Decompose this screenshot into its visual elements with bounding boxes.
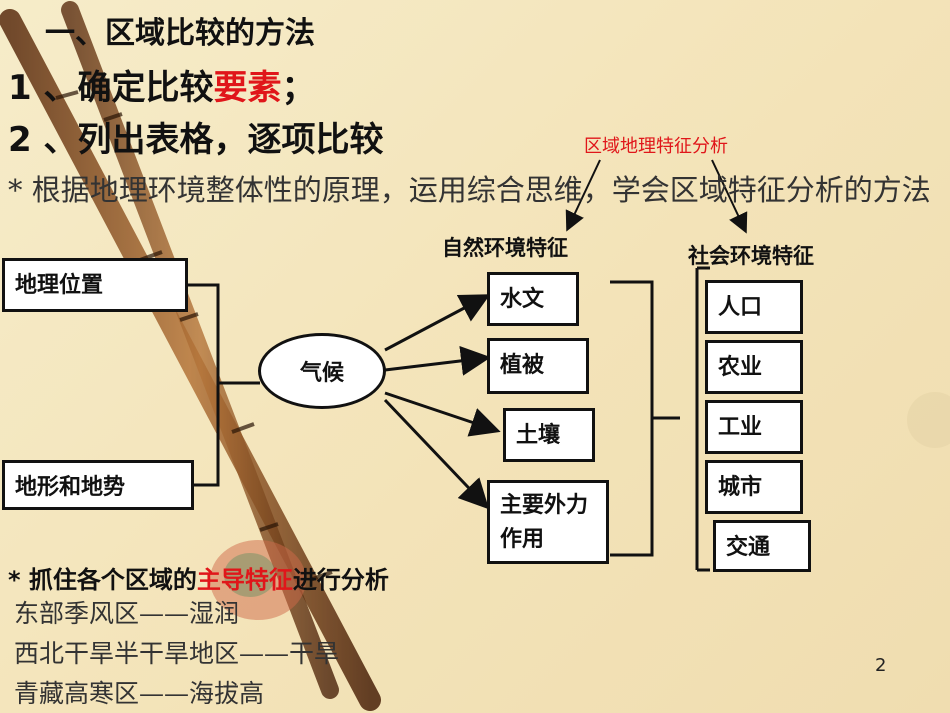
city-box: 城市 <box>705 460 803 514</box>
step-one: 1 、确定比较要素； <box>8 60 316 109</box>
hydrology-box: 水文 <box>487 272 579 326</box>
step-one-suffix: ； <box>281 68 316 108</box>
step-two: 2 、列出表格，逐项比较 <box>8 120 384 160</box>
dominant-features-heading: * 抓住各个区域的主导特征进行分析 <box>8 560 389 595</box>
region-line-tibet: 青藏高寒区——海拔高 <box>14 679 265 708</box>
terrain-box: 地形和地势 <box>2 460 194 510</box>
step-one-prefix: 1 、确定比较 <box>8 68 214 108</box>
climate-ellipse: 气候 <box>258 333 386 409</box>
page-number: 2 <box>875 655 887 676</box>
social-features-label: 社会环境特征 <box>688 244 814 268</box>
population-box: 人口 <box>705 280 803 334</box>
step-one-highlight: 要素 <box>213 68 282 108</box>
dominant-suffix: 进行分析 <box>292 566 389 594</box>
section-heading: 一、区域比较的方法 <box>45 16 315 51</box>
natural-features-label: 自然环境特征 <box>442 236 568 260</box>
region-line-northwest: 西北干旱半干旱地区——干旱 <box>14 639 340 668</box>
agriculture-box: 农业 <box>705 340 803 394</box>
dominant-highlight: 主导特征 <box>196 566 293 594</box>
industry-box: 工业 <box>705 400 803 454</box>
external-force-box: 主要外力作用 <box>487 480 609 564</box>
location-box: 地理位置 <box>2 258 188 312</box>
transport-box: 交通 <box>713 520 811 572</box>
analysis-annotation: 区域地理特征分析 <box>584 136 728 157</box>
vegetation-box: 植被 <box>487 338 589 394</box>
soil-box: 土壤 <box>503 408 595 462</box>
dominant-prefix: * 抓住各个区域的 <box>8 566 197 594</box>
principle-note: * 根据地理环境整体性的原理，运用综合思维，学会区域特征分析的方法 <box>8 173 931 207</box>
region-line-east: 东部季风区——湿润 <box>14 599 240 628</box>
